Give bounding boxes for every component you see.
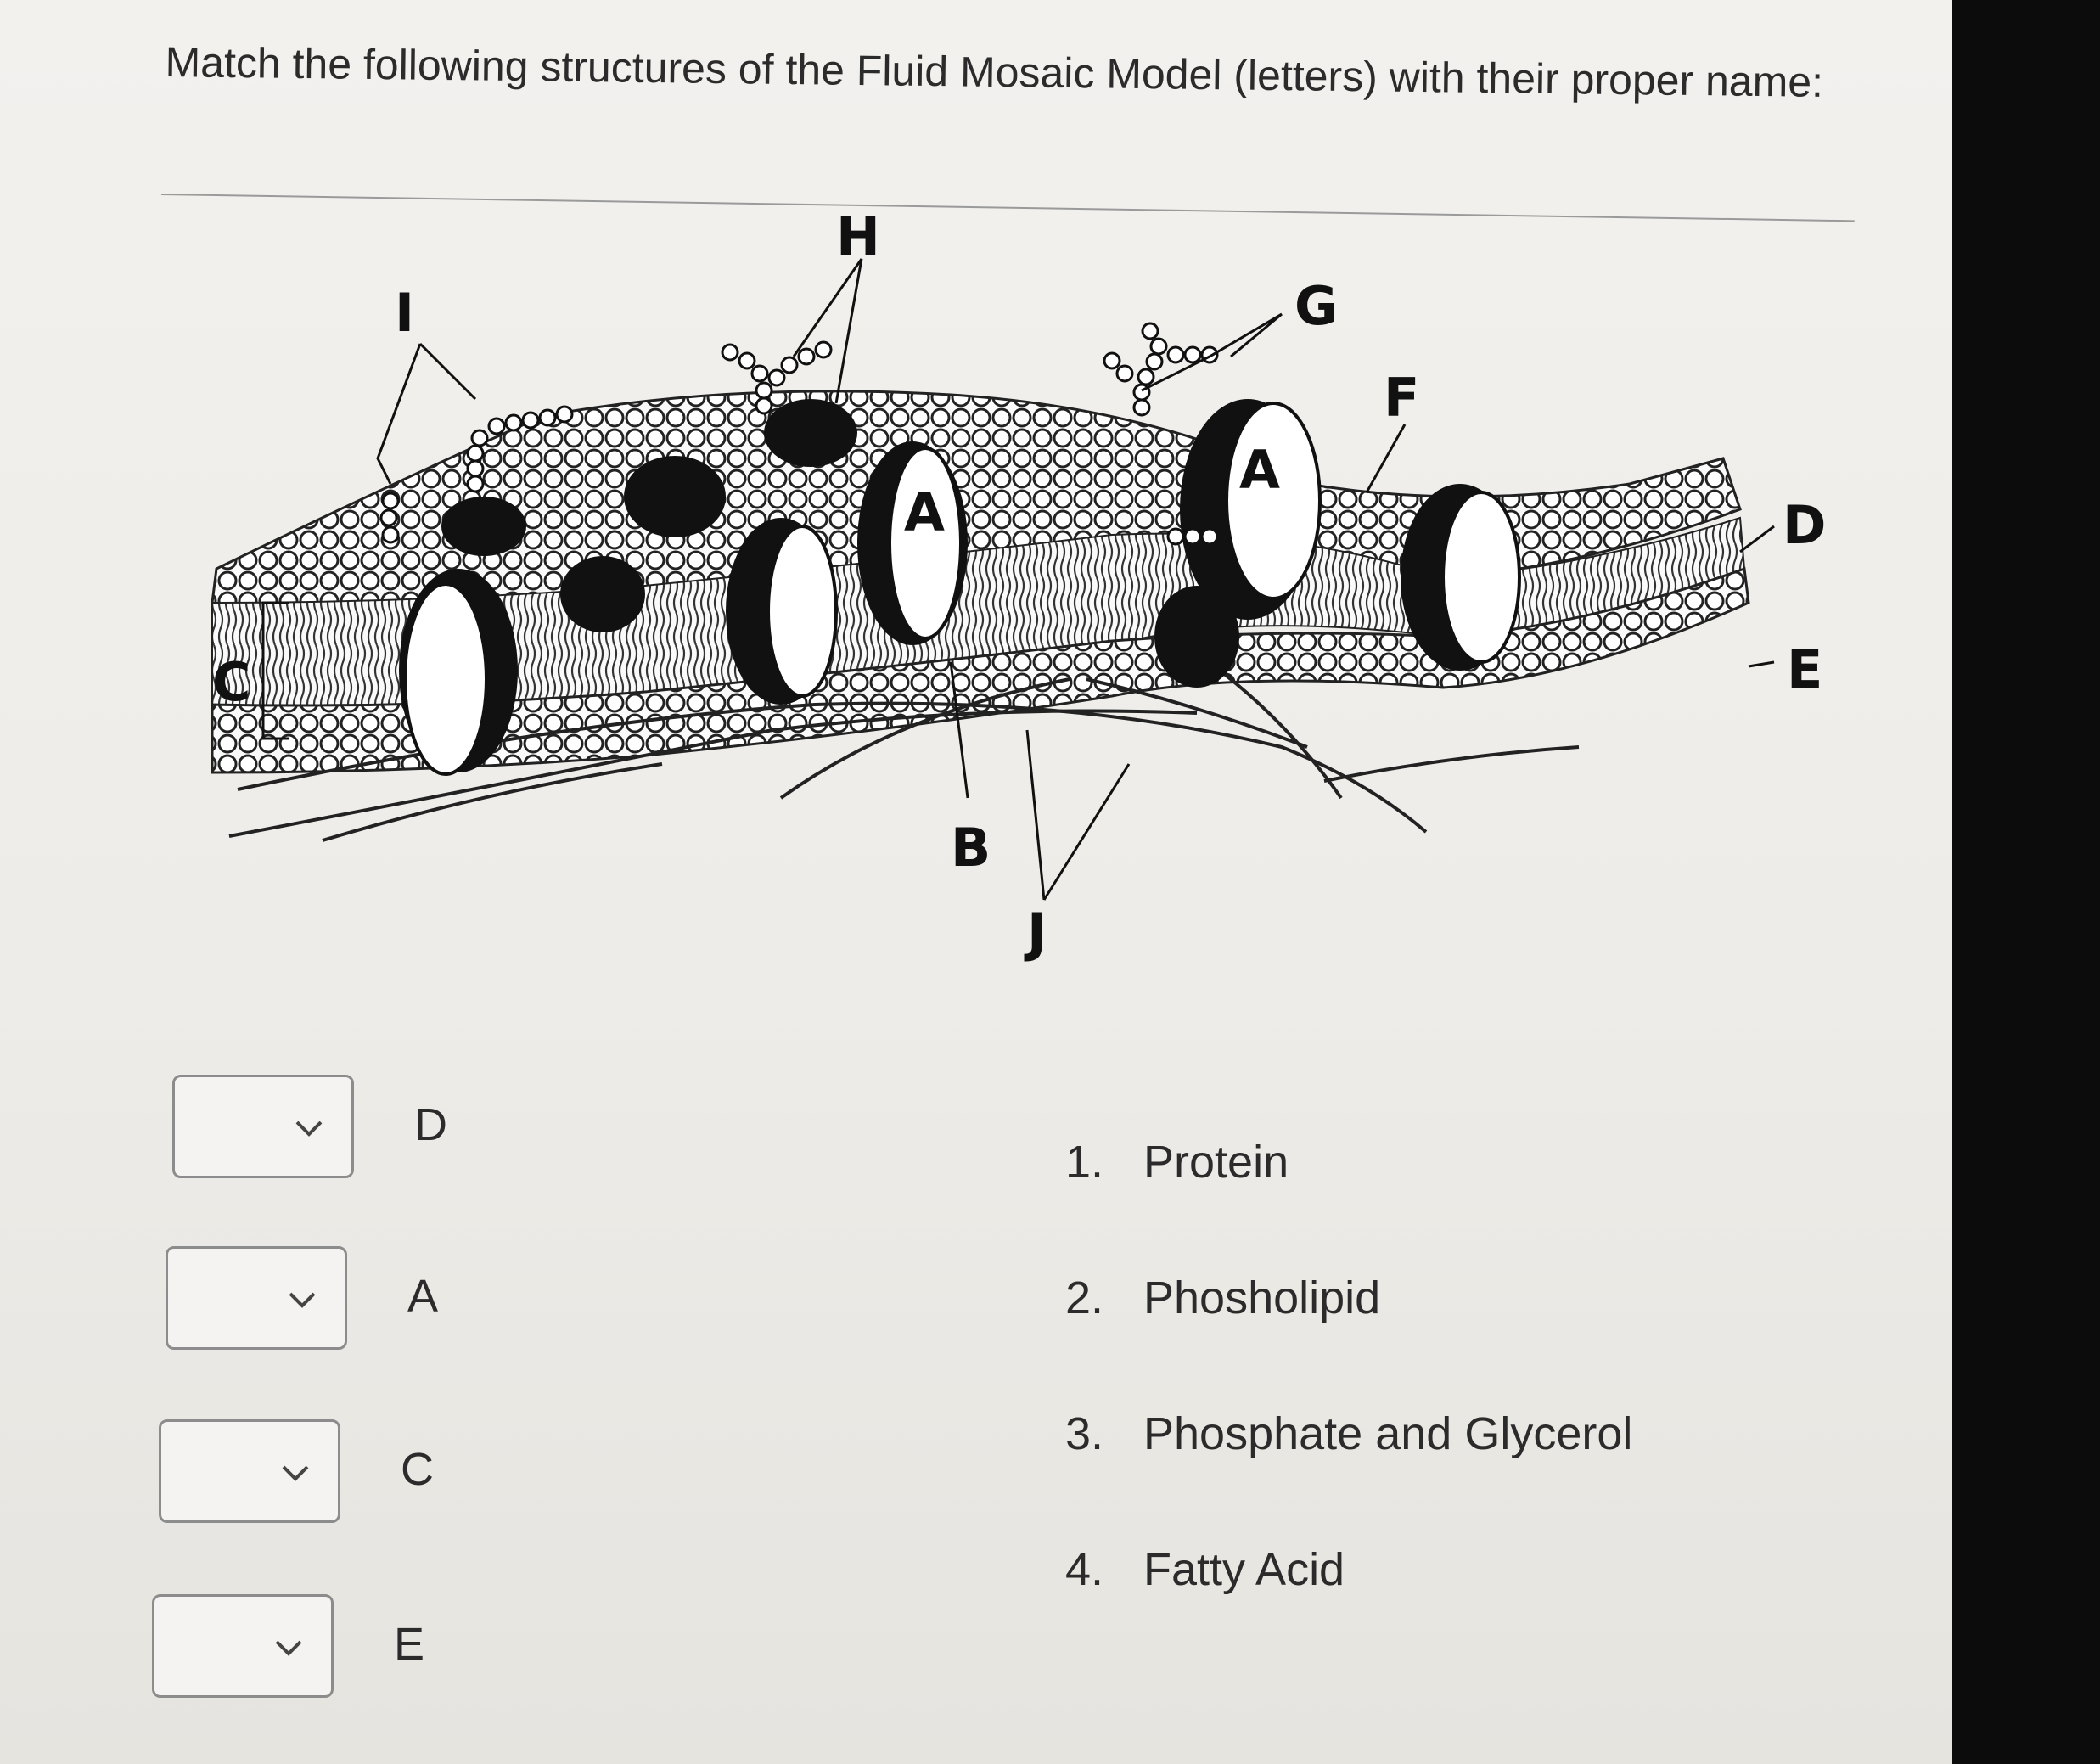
answer-number: 3.	[1065, 1408, 1104, 1459]
answer-dropdown-C[interactable]	[159, 1419, 340, 1523]
answer-number: 1.	[1065, 1137, 1104, 1188]
chevron-down-icon	[275, 1640, 302, 1656]
integral-protein-2	[726, 518, 838, 705]
answer-option: 1. Protein	[1065, 1136, 1632, 1272]
row-letter: E	[394, 1619, 425, 1670]
answer-options-list: 1. Protein 2. Phosholipid 3. Phosphate and …	[1065, 1136, 1632, 1679]
label-C: C	[212, 651, 251, 713]
label-A-left: A	[904, 481, 945, 543]
answer-text: Phosholipid	[1143, 1272, 1381, 1323]
label-J: J	[1024, 902, 1047, 963]
answer-number: 2.	[1065, 1272, 1104, 1323]
question-text: Match the following structures of the Fl…	[165, 37, 1824, 106]
label-F: F	[1384, 367, 1419, 429]
label-D: D	[1783, 494, 1826, 556]
label-E: E	[1787, 638, 1822, 700]
row-letter: D	[414, 1099, 447, 1150]
label-B: B	[951, 817, 991, 879]
peripheral-proteins	[441, 399, 857, 632]
channel-protein-A2	[1154, 399, 1322, 688]
answer-dropdown-D[interactable]	[172, 1075, 354, 1178]
carbohydrate-chains	[379, 322, 1219, 546]
leader-lines	[261, 258, 1775, 901]
quiz-screen: Match the following structures of the Fl…	[0, 0, 1952, 1764]
channel-protein-A1	[857, 441, 968, 645]
answer-text: Fatty Acid	[1143, 1544, 1345, 1595]
integral-protein-1	[399, 569, 518, 776]
answer-option: 2. Phosholipid	[1065, 1272, 1632, 1407]
label-H: H	[836, 205, 880, 267]
row-letter: A	[407, 1271, 439, 1322]
answer-text: Protein	[1143, 1137, 1289, 1188]
chevron-down-icon	[282, 1465, 309, 1481]
label-G: G	[1294, 275, 1338, 337]
label-I: I	[395, 282, 414, 344]
fluid-mosaic-diagram: C I H G F D E A A B J	[136, 204, 1833, 1002]
chevron-down-icon	[289, 1292, 316, 1308]
answer-number: 4.	[1065, 1544, 1104, 1595]
label-A-right: A	[1239, 439, 1280, 501]
answer-option: 4. Fatty Acid	[1065, 1543, 1632, 1679]
answer-dropdown-A[interactable]	[166, 1246, 347, 1350]
answer-option: 3. Phosphate and Glycerol	[1065, 1407, 1632, 1543]
answer-text: Phosphate and Glycerol	[1143, 1408, 1633, 1459]
integral-protein-F	[1401, 484, 1521, 671]
chevron-down-icon	[295, 1121, 323, 1137]
answer-dropdown-E[interactable]	[152, 1594, 334, 1698]
row-letter: C	[401, 1444, 434, 1495]
